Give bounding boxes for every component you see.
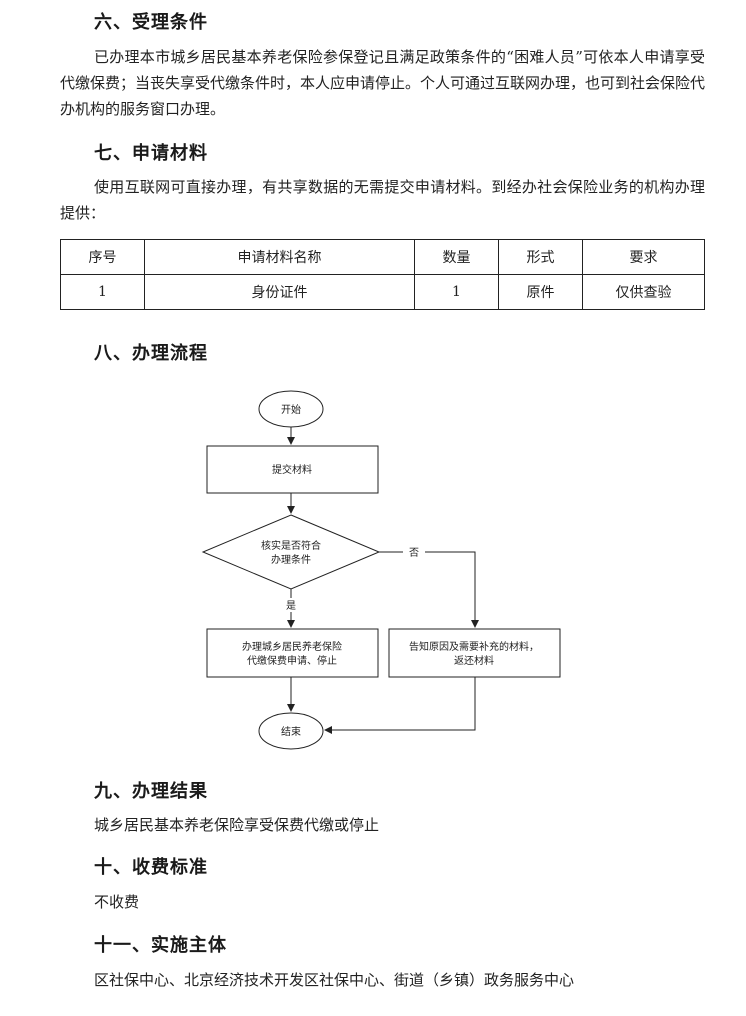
section-title-process: 八、办理流程 bbox=[94, 343, 208, 364]
label-mask bbox=[281, 598, 301, 612]
flow-notify-node bbox=[388, 628, 561, 678]
section-title-result: 九、办理结果 bbox=[94, 781, 208, 802]
flow-end-node bbox=[258, 712, 324, 750]
table-header-cell: 要求 bbox=[582, 239, 705, 275]
application-materials-text: 使用互联网可直接办理，有共享数据的无需提交申请材料。到经办社会保险业务的机构办理… bbox=[60, 178, 705, 222]
table-row: 1 身份证件 1 原件 仅供查验 bbox=[60, 274, 705, 310]
flow-arrow bbox=[379, 551, 479, 628]
result-text: 城乡居民基本养老保险享受保费代缴或停止 bbox=[94, 816, 380, 834]
table-cell: 1 bbox=[60, 274, 145, 310]
flow-arrow bbox=[324, 677, 476, 734]
process-flowchart: 开始 提交材料 核实是否符合 办理条件 否 是 办理城乡居民养老保险 代缴保费申… bbox=[201, 390, 561, 750]
table-cell: 仅供查验 bbox=[582, 274, 705, 310]
flow-no-label: 否 bbox=[409, 547, 419, 559]
acceptance-conditions-text: 已办理本市城乡居民基本养老保险参保登记且满足政策条件的“困难人员”可依本人申请享… bbox=[60, 48, 706, 118]
table-cell: 身份证件 bbox=[144, 274, 415, 310]
table-header-row: 序号 申请材料名称 数量 形式 要求 bbox=[60, 239, 705, 275]
fees-text: 不收费 bbox=[94, 893, 140, 911]
section-title-application-materials: 七、申请材料 bbox=[94, 143, 208, 164]
flow-end-label: 结束 bbox=[281, 725, 301, 738]
flow-handle-node bbox=[206, 628, 379, 678]
flow-decision-label-2: 办理条件 bbox=[271, 553, 311, 566]
table-header-cell: 形式 bbox=[498, 239, 583, 275]
materials-table: 序号 申请材料名称 数量 形式 要求 1 身份证件 1 原件 仅供查验 bbox=[60, 239, 705, 310]
flow-decision-node bbox=[201, 514, 381, 590]
flow-decision-label-1: 核实是否符合 bbox=[261, 539, 321, 552]
flow-yes-label: 是 bbox=[286, 600, 296, 612]
flow-notify-label-2: 返还材料 bbox=[454, 654, 494, 667]
flow-submit-node bbox=[206, 445, 379, 494]
flow-start-label: 开始 bbox=[281, 403, 301, 416]
flow-handle-label-1: 办理城乡居民养老保险 bbox=[242, 640, 342, 653]
flow-submit-label: 提交材料 bbox=[272, 463, 312, 476]
table-cell: 1 bbox=[414, 274, 499, 310]
label-mask bbox=[403, 545, 425, 559]
section-title-fees: 十、收费标准 bbox=[94, 857, 208, 878]
section-title-implementing-body: 十一、实施主体 bbox=[94, 935, 227, 956]
section-title-acceptance-conditions: 六、受理条件 bbox=[94, 12, 208, 33]
flow-handle-label-2: 代缴保费申请、停止 bbox=[247, 654, 337, 667]
table-header-cell: 申请材料名称 bbox=[144, 239, 415, 275]
flow-notify-label-1: 告知原因及需要补充的材料， bbox=[409, 640, 539, 653]
table-header-cell: 数量 bbox=[414, 239, 499, 275]
table-header-cell: 序号 bbox=[60, 239, 145, 275]
table-cell: 原件 bbox=[498, 274, 583, 310]
implementing-body-text: 区社保中心、北京经济技术开发区社保中心、街道（乡镇）政务服务中心 bbox=[94, 971, 575, 989]
